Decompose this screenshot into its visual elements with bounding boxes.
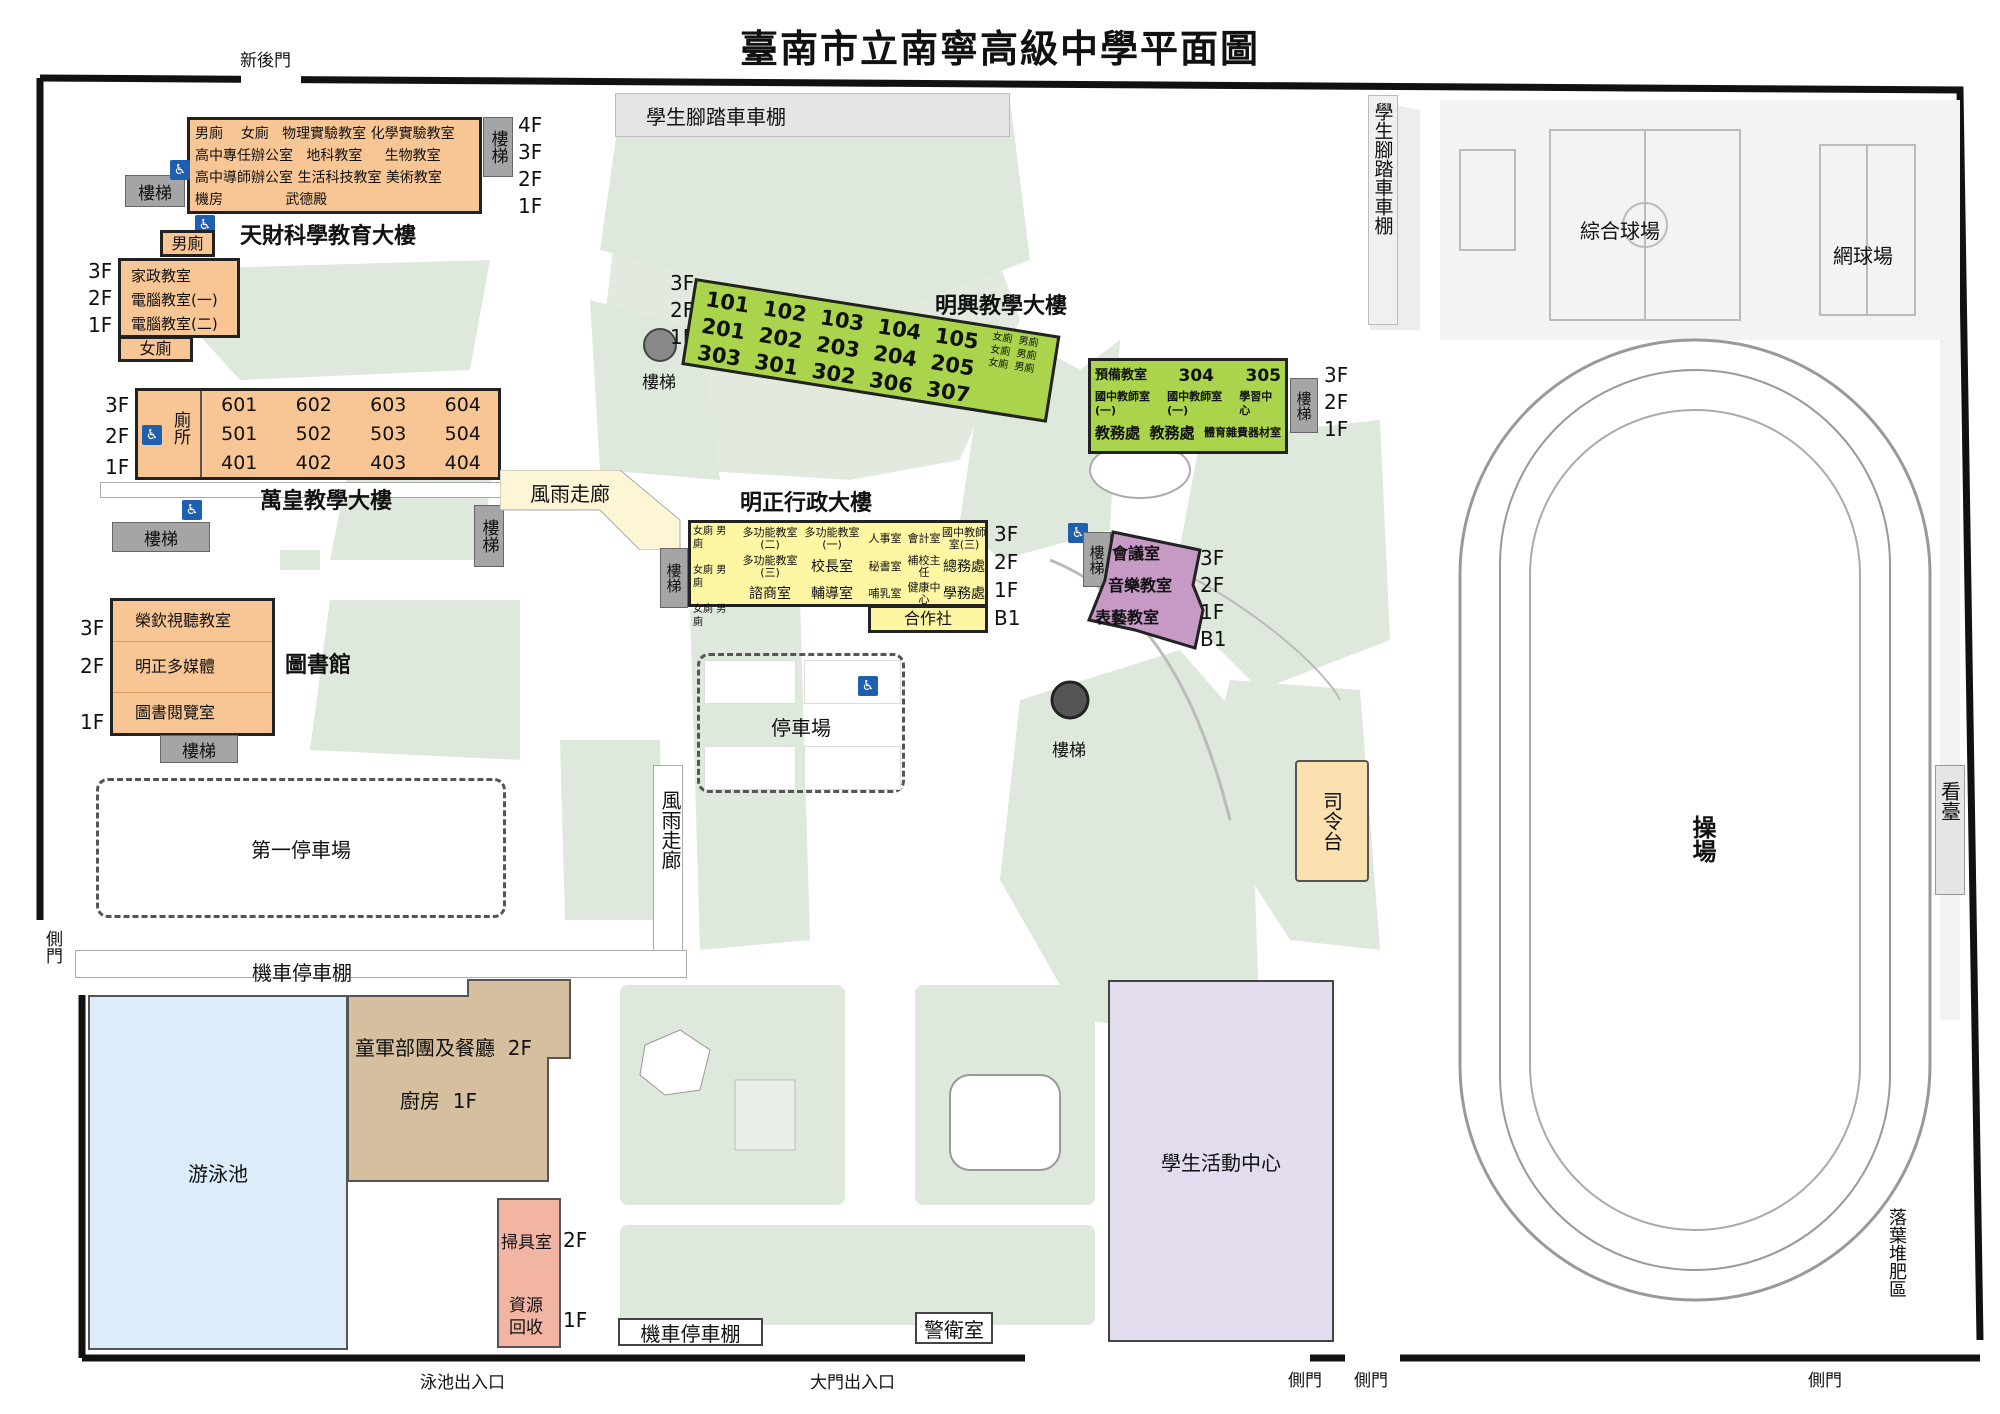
tiancai-row-4: 機房 武德殿 <box>195 192 328 208</box>
mingzheng-basement: 合作社 <box>868 605 988 633</box>
library-floors: 3F 2F 1F <box>80 616 105 734</box>
library-stairs: 樓梯 <box>160 735 238 763</box>
parking-lot-2-label: 停車場 <box>771 716 831 740</box>
tiancai-row-1: 男廁 女廁 物理實驗教室 化學實驗教室 <box>195 126 455 142</box>
swimming-pool-label: 游泳池 <box>188 1162 248 1186</box>
recycle-label: 資源回收 <box>509 1296 543 1338</box>
storage-building: 掃具室 資源回收 <box>497 1198 561 1348</box>
wanhuang-restroom: 廁所 <box>170 411 190 445</box>
arts-meeting-room: 會議室 <box>1112 544 1161 563</box>
tiancai-west-wing: 家政教室 電腦教室(一) 電腦教室(二) <box>118 258 240 338</box>
arts-floors: 3F 2F 1F B1 <box>1200 546 1227 651</box>
arts-building-shape <box>1086 530 1205 650</box>
combined-court-label: 綜合球場 <box>1580 219 1660 243</box>
wanhuang-building-label: 萬皇教學大樓 <box>260 489 393 514</box>
library-building: 榮欽視聽教室 明正多媒體 圖書閱覽室 <box>110 598 275 736</box>
covered-corridor-label: 風雨走廊 <box>530 482 610 506</box>
vertical-walkway <box>653 765 683 977</box>
bike-shed-top-label: 學生腳踏車車棚 <box>646 104 786 129</box>
mingzheng-building: 女廁 男廁 女廁 男廁 女廁 男廁 多功能教室(二)多功能教室(一)人事室會計室… <box>688 520 988 628</box>
mingzheng-floors: 3F 2F 1F B1 <box>994 522 1021 630</box>
scout-building-shape <box>348 979 571 1182</box>
basketball-court-lines <box>1459 129 1916 321</box>
arts-performing-room: 表藝教室 <box>1095 608 1160 627</box>
motor-shed-1 <box>75 950 687 978</box>
parking-lot-1: 第一停車場 <box>96 778 506 918</box>
mingxing-building-label: 明興教學大樓 <box>935 294 1068 319</box>
grandstand: 看臺 <box>1935 765 1965 895</box>
side-gate-west-label: 側門 <box>42 930 62 964</box>
tennis-court-label: 網球場 <box>1833 244 1893 268</box>
mingzheng-building-label: 明正行政大樓 <box>740 491 873 516</box>
motor-shed-1-label: 機車停車棚 <box>252 961 352 985</box>
kitchen-label: 廚房 1F <box>400 1089 477 1113</box>
tiancai-building-label: 天財科學教育大樓 <box>240 224 417 249</box>
mingzheng-stairs: 樓梯 <box>660 548 688 608</box>
side-gate-south-2-label: 側門 <box>1354 1371 1388 1391</box>
bike-shed-side-label: 學生腳踏車車棚 <box>1371 102 1394 235</box>
side-gate-south-1-label: 側門 <box>1288 1371 1322 1391</box>
scout-restaurant-label: 童軍部團及餐廳 2F <box>355 1036 532 1060</box>
east-block-floors: 3F 2F 1F <box>1324 363 1349 441</box>
tiancai-west-stairs: 樓梯 <box>125 175 185 207</box>
motor-shed-2: 機車停車棚 <box>618 1318 763 1346</box>
mingzheng-room-grid: 多功能教室(二)多功能教室(一)人事室會計室國中教師室(三) 多功能教室(三)校… <box>742 526 987 606</box>
wanhuang-east-stairs: 樓梯 <box>474 505 504 567</box>
parking-lot-1-label: 第一停車場 <box>251 837 351 862</box>
tiancai-building: 男廁 女廁 物理實驗教室 化學實驗教室 高中專任辦公室 地科教室 生物教室 高中… <box>187 117 482 214</box>
wheelchair-icon: ♿ <box>182 500 202 520</box>
wheelchair-icon: ♿ <box>1068 523 1088 543</box>
covered-corridor-2-label: 風雨走廊 <box>658 790 682 870</box>
storage-room-label: 掃具室 <box>501 1233 552 1253</box>
tiancai-stairs: 樓梯 <box>483 117 513 177</box>
bike-shed-top: 學生腳踏車車棚 <box>615 93 1010 137</box>
wanhuang-floors: 3F 2F 1F <box>105 393 130 479</box>
main-entrance-label: 大門出入口 <box>810 1373 895 1393</box>
field-label: 操場 <box>1688 815 1716 863</box>
grandstand-label: 看臺 <box>1937 781 1962 821</box>
pool-entrance-label: 泳池出入口 <box>420 1373 505 1393</box>
tiancai-row-3: 高中導師辦公室 生活科技教室 美術教室 <box>195 170 442 186</box>
boundary-wall <box>39 74 1984 1341</box>
motor-shed-2-label: 機車停車棚 <box>640 1321 741 1346</box>
podium: 司令台 <box>1295 760 1369 882</box>
tiancai-male-restroom: 男廁 <box>160 230 215 257</box>
swimming-pool: 游泳池 <box>88 995 348 1350</box>
parking-lot-2: 停車場 ♿ <box>697 653 905 793</box>
storage-floor-1f: 1F <box>563 1308 588 1332</box>
new-back-gate-label: 新後門 <box>240 51 291 71</box>
spiral-stairs-shape <box>1050 680 1090 720</box>
student-activity-center: 學生活動中心 <box>1108 980 1334 1342</box>
side-gate-south-3-label: 側門 <box>1808 1371 1842 1391</box>
spiral-stairs-label: 樓梯 <box>1052 741 1086 761</box>
tiancai-female-restroom: 女廁 <box>118 336 193 362</box>
podium-label: 司令台 <box>1319 791 1344 851</box>
student-activity-center-label: 學生活動中心 <box>1161 1150 1281 1175</box>
bike-shed-side: 學生腳踏車車棚 <box>1368 95 1398 325</box>
guard-room: 警衛室 <box>915 1312 993 1344</box>
mingzheng-restrooms: 女廁 男廁 女廁 男廁 女廁 男廁 <box>693 526 727 628</box>
wanhuang-stairs: 樓梯 <box>112 522 210 552</box>
tiancai-west-floors: 3F 2F 1F <box>88 259 113 337</box>
arts-music-room: 音樂教室 <box>1108 576 1173 595</box>
wheelchair-icon: ♿ <box>858 676 878 696</box>
tiancai-row-2: 高中專任辦公室 地科教室 生物教室 <box>195 148 441 164</box>
covered-corridor-shape <box>500 470 681 550</box>
east-block-stairs: 樓梯 <box>1290 378 1318 433</box>
library-label: 圖書館 <box>285 653 352 678</box>
wheelchair-icon: ♿ <box>170 160 190 180</box>
storage-floor-2f: 2F <box>563 1228 588 1252</box>
page-title: 臺南市立南寧高級中學平面圖 <box>739 27 1260 71</box>
compost-area-label: 落葉堆肥區 <box>1886 1208 1907 1298</box>
wheelchair-icon: ♿ <box>142 425 162 445</box>
guard-room-label: 警衛室 <box>924 1317 984 1342</box>
new-back-gate <box>241 72 301 84</box>
mingxing-stairs-label: 樓梯 <box>642 373 676 393</box>
tiancai-floors: 4F 3F 2F 1F <box>518 113 543 218</box>
